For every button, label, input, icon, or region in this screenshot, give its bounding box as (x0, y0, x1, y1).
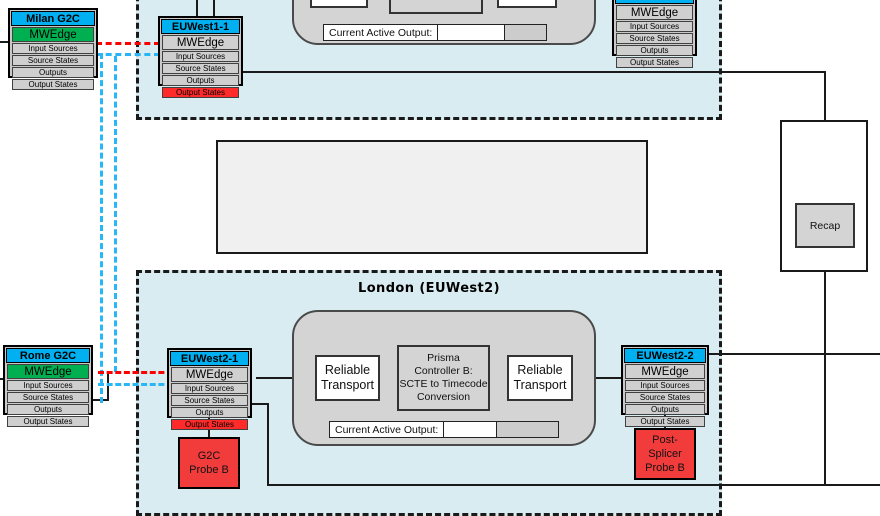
sc-bottom-mid-line1: Prisma (427, 352, 460, 364)
connector-bottom-rail (267, 484, 880, 486)
node-euwest2-2-outputs[interactable]: Outputs (625, 404, 705, 415)
signal-cyan-vertical-a (100, 53, 103, 403)
connector-euwest2-1-outputs (252, 403, 269, 405)
sc-top-box-middle: Conversion (389, 0, 483, 14)
node-euwest2-2-mwedge: MWEdge (625, 364, 705, 379)
node-euwest2-2-output-states[interactable]: Output States (625, 416, 705, 427)
node-milan-input-sources[interactable]: Input Sources (12, 43, 94, 54)
connector-sc-b-in (256, 377, 316, 379)
node-milan-source-states[interactable]: Source States (12, 55, 94, 66)
connector-top-stub-b (213, 0, 215, 16)
node-rome-output-states[interactable]: Output States (7, 416, 89, 427)
probe-g2c-b-line1: G2C (197, 450, 221, 462)
probe-post-splicer-b-line2: Probe B (645, 462, 685, 474)
node-euwest1-2-input-sources[interactable]: Input Sources (616, 21, 693, 32)
node-euwest1-1-title: EUWest1-1 (161, 19, 240, 34)
sc-top-box-right: Transport (497, 0, 557, 8)
node-euwest1-2-title (615, 0, 694, 4)
node-euwest2-1-output-states[interactable]: Output States (171, 419, 248, 430)
zone-euwest2-title: London (EUWest2) (358, 281, 500, 296)
sc-bottom-cao-label: Current Active Output: (330, 422, 445, 437)
signal-cyan-bottom (98, 383, 173, 386)
node-euwest2-2-source-states[interactable]: Source States (625, 392, 705, 403)
node-euwest1-1-source-states[interactable]: Source States (162, 63, 239, 74)
node-euwest2-1-outputs[interactable]: Outputs (171, 407, 248, 418)
signal-cyan-top (96, 53, 160, 56)
node-euwest2-2[interactable]: EUWest2-2 MWEdge Input Sources Source St… (621, 345, 709, 427)
sc-bottom-mid-line4: Conversion (416, 391, 471, 403)
sc-top-box-left (310, 0, 368, 8)
node-rome-outputs[interactable]: Outputs (7, 404, 89, 415)
sc-top-current-active-output[interactable]: Current Active Output: (323, 24, 547, 41)
blackout-override-panel (216, 140, 648, 254)
node-euwest2-1-input-sources[interactable]: Input Sources (171, 383, 248, 394)
probe-g2c-b-line2: Probe B (189, 464, 229, 476)
node-euwest2-1-source-states[interactable]: Source States (171, 395, 248, 406)
node-rome-input-sources[interactable]: Input Sources (7, 380, 89, 391)
node-euwest1-2-source-states[interactable]: Source States (616, 33, 693, 44)
node-rome-source-states[interactable]: Source States (7, 392, 89, 403)
node-milan-g2c[interactable]: Milan G2C MWEdge Input Sources Source St… (8, 8, 98, 90)
node-rome-mwedge: MWEdge (7, 364, 89, 379)
sc-bottom-cao-status (497, 422, 558, 437)
probe-g2c-b[interactable]: G2C Probe B (178, 437, 240, 489)
node-euwest1-1-mwedge: MWEdge (162, 35, 239, 50)
signal-red-bottom (98, 371, 173, 374)
node-rome-title: Rome G2C (6, 348, 90, 363)
recap-box[interactable]: Recap (795, 203, 855, 248)
node-euwest2-2-title: EUWest2-2 (624, 348, 706, 363)
sc-top-cao-status (505, 25, 546, 40)
connector-rome-outputs-up (107, 372, 109, 400)
node-milan-outputs[interactable]: Outputs (12, 67, 94, 78)
node-milan-title: Milan G2C (11, 11, 95, 26)
connector-rome-left-stub (0, 378, 5, 380)
connector-right-rail-vertical (824, 272, 826, 485)
sc-bottom-current-active-output[interactable]: Current Active Output: (329, 421, 559, 438)
node-euwest1-2-output-states[interactable]: Output States (616, 57, 693, 68)
node-euwest1-2[interactable]: MWEdge Input Sources Source States Outpu… (612, 0, 697, 68)
sc-bottom-mid-line3: SCTE to Timecode (399, 378, 488, 390)
node-euwest1-1-outputs[interactable]: Outputs (162, 75, 239, 86)
sc-top-cao-label: Current Active Output: (324, 25, 439, 40)
node-euwest1-1[interactable]: EUWest1-1 MWEdge Input Sources Source St… (158, 16, 243, 98)
node-euwest2-1[interactable]: EUWest2-1 MWEdge Input Sources Source St… (167, 348, 252, 430)
sc-bottom-left-line2: Transport (320, 378, 375, 392)
connector-euwest2-2-title-right (709, 353, 880, 355)
recap-container (780, 120, 868, 272)
sc-bottom-box-right-reliable-transport: Reliable Transport (507, 355, 573, 401)
node-euwest1-1-input-sources[interactable]: Input Sources (162, 51, 239, 62)
connector-top-stub-a (196, 0, 198, 16)
sc-bottom-right-line2: Transport (513, 378, 567, 392)
signal-red-top (96, 42, 160, 45)
node-milan-mwedge: MWEdge (12, 27, 94, 42)
node-euwest2-2-input-sources[interactable]: Input Sources (625, 380, 705, 391)
sc-top-cao-value[interactable] (438, 25, 506, 40)
node-euwest1-2-mwedge: MWEdge (616, 5, 693, 20)
sc-bottom-mid-line2: Controller B: (414, 365, 473, 377)
signal-cyan-vertical-b (114, 56, 117, 372)
connector-euwest2-1-down (267, 403, 269, 485)
node-euwest2-1-title: EUWest2-1 (170, 351, 249, 366)
probe-post-splicer-b[interactable]: Post-Splicer Probe B (634, 428, 696, 480)
node-euwest1-1-output-states[interactable]: Output States (162, 87, 239, 98)
sc-bottom-left-line1: Reliable (324, 363, 371, 377)
node-euwest2-1-mwedge: MWEdge (171, 367, 248, 382)
node-euwest1-2-outputs[interactable]: Outputs (616, 45, 693, 56)
sc-bottom-box-middle-prisma: Prisma Controller B: SCTE to Timecode Co… (397, 345, 490, 411)
node-milan-output-states[interactable]: Output States (12, 79, 94, 90)
sc-bottom-box-left-reliable-transport: Reliable Transport (315, 355, 380, 401)
connector-milan-left-stub (0, 41, 10, 43)
connector-sc-b-out (573, 377, 621, 379)
connector-euwest1-outputs-right (243, 71, 826, 73)
sc-bottom-cao-value[interactable] (444, 422, 498, 437)
probe-post-splicer-b-line1: Post-Splicer (648, 434, 682, 460)
sc-bottom-right-line1: Reliable (517, 363, 563, 377)
connector-euwest1-to-recap (824, 71, 826, 120)
node-rome-g2c[interactable]: Rome G2C MWEdge Input Sources Source Sta… (3, 345, 93, 427)
